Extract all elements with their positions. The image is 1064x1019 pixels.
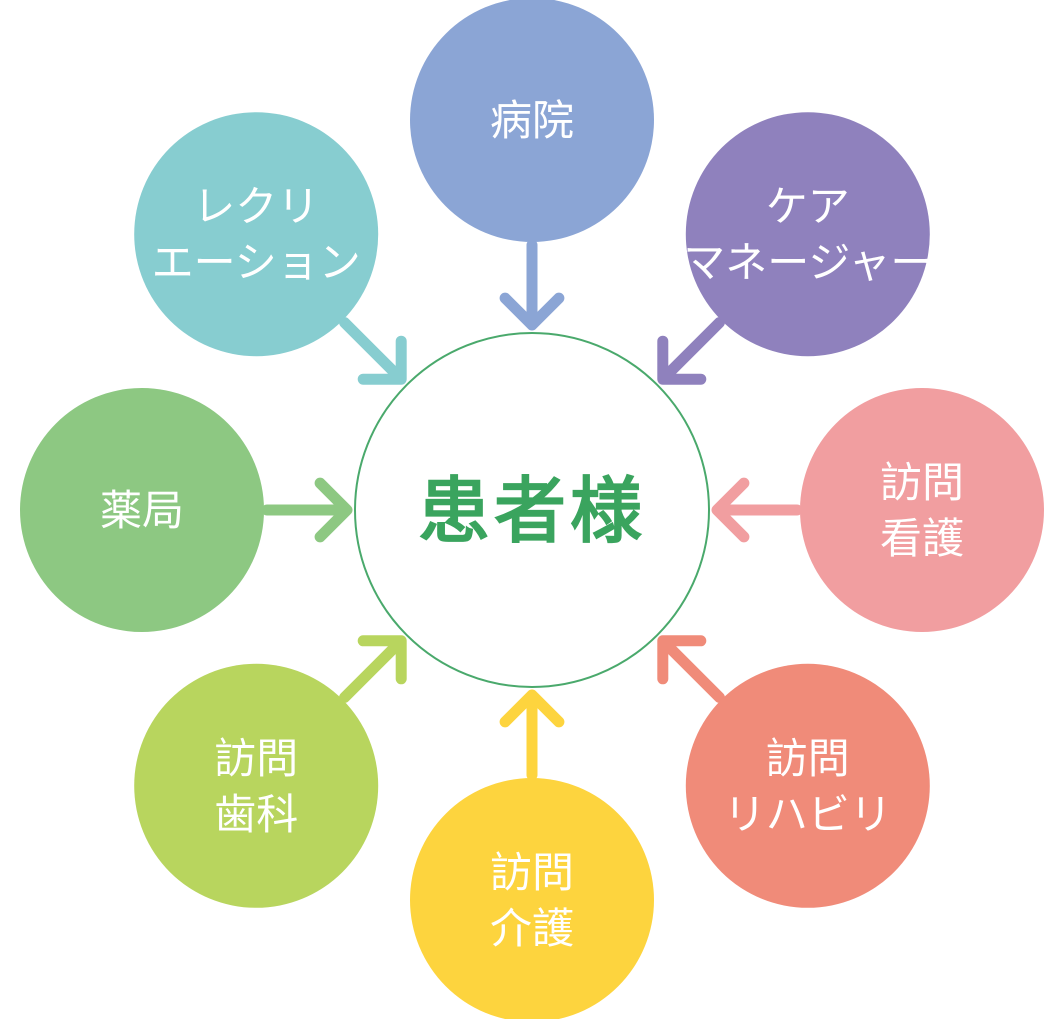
arrow-pharmacy-path [261, 477, 353, 543]
arrow-care-manager [657, 317, 725, 385]
arrow-home-nursing-path [711, 477, 803, 543]
node-pharmacy-label: 薬局 [100, 486, 184, 535]
arrow-recreation-path [339, 317, 407, 385]
node-recreation-label: レクリ [193, 182, 319, 231]
node-home-rehab-label: リハビリ [724, 790, 892, 839]
node-hospital: 病院 [410, 0, 654, 242]
arrows-layer [261, 239, 803, 781]
arrow-care-manager-path [657, 317, 725, 385]
node-care-manager-circle [685, 112, 930, 357]
node-hospital-circle [410, 0, 654, 242]
center-node: 患者様 [354, 332, 710, 688]
arrow-hospital-path [499, 239, 565, 331]
arrow-hospital [499, 239, 565, 331]
center-label: 患者様 [418, 468, 646, 553]
node-recreation-label: エーション [152, 238, 361, 287]
node-home-nursing-label: 訪問 [880, 458, 964, 507]
node-home-dental-label: 歯科 [214, 790, 298, 839]
arrow-recreation [339, 317, 407, 385]
node-home-rehab-circle [685, 663, 930, 908]
arrow-home-care-path [499, 689, 565, 781]
node-home-dental-label: 訪問 [214, 734, 298, 783]
node-recreation-circle [134, 112, 379, 357]
arrow-pharmacy [261, 477, 353, 543]
node-home-care-circle [410, 778, 654, 1019]
arrow-home-rehab-path [657, 635, 725, 703]
arrow-home-rehab [657, 635, 725, 703]
node-home-care-label: 訪問 [490, 848, 574, 897]
arrow-home-nursing [711, 477, 803, 543]
node-home-nursing-circle [800, 388, 1044, 632]
node-home-dental-circle [134, 663, 379, 908]
node-pharmacy-circle [20, 388, 264, 632]
arrow-home-dental [339, 635, 407, 703]
arrow-home-care [499, 689, 565, 781]
node-hospital-label: 病院 [490, 96, 574, 145]
node-pharmacy: 薬局 [20, 388, 264, 632]
arrow-home-dental-path [339, 635, 407, 703]
center-circle [354, 332, 710, 688]
node-home-rehab-label: 訪問 [766, 734, 850, 783]
node-home-care-label: 介護 [490, 904, 574, 953]
node-care-manager-label: ケア [766, 182, 850, 231]
node-care-manager-label: マネージャー [683, 238, 932, 287]
node-home-nursing-label: 看護 [880, 514, 964, 563]
